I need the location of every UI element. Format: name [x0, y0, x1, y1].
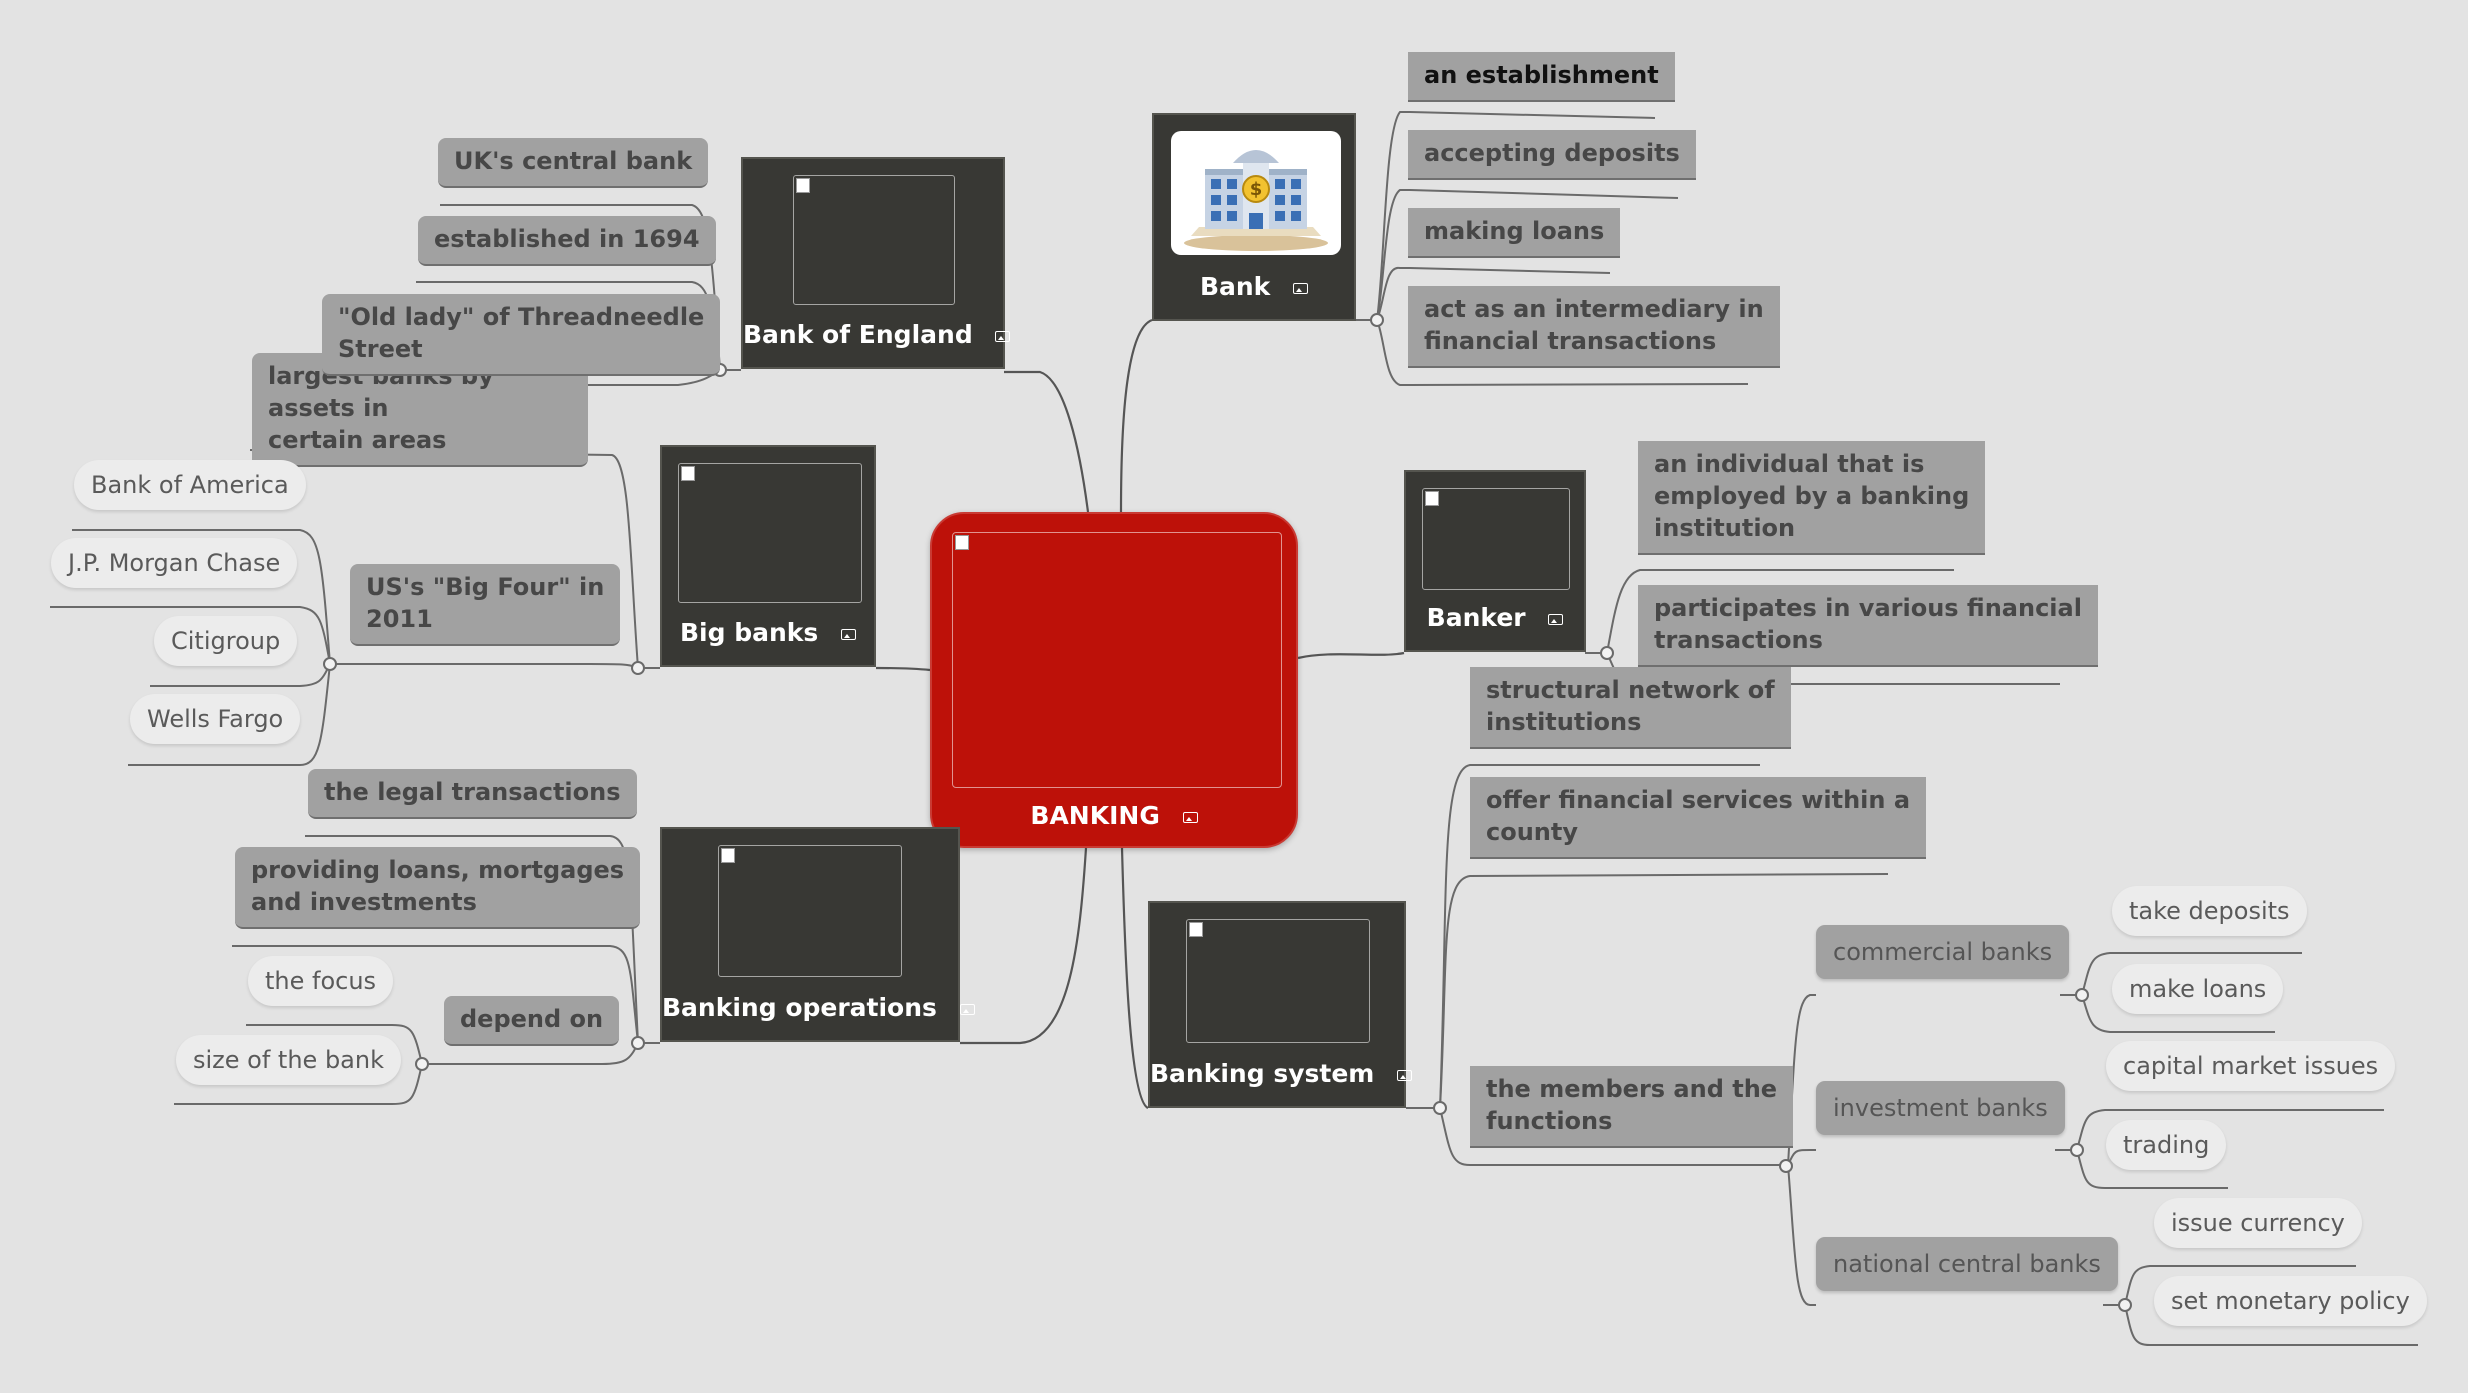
bank-child-establishment[interactable]: an establishment	[1408, 52, 1675, 102]
topic-banking-system[interactable]: Banking system	[1148, 901, 1413, 1108]
member-commercial-banks[interactable]: commercial banks	[1816, 925, 2070, 979]
function-take-deposits[interactable]: take deposits	[2112, 886, 2307, 936]
system-child-financial-services[interactable]: offer financial services within a county	[1470, 777, 1927, 859]
image-icon[interactable]	[959, 1003, 975, 1015]
boe-child-old-lady[interactable]: "Old lady" of Threadneedle Street	[322, 294, 721, 376]
member-national-central-banks[interactable]: national central banks	[1816, 1237, 2118, 1291]
boe-child-central-bank[interactable]: UK's central bank	[438, 138, 709, 188]
central-topic-banking[interactable]: BANKING	[930, 512, 1298, 848]
image-icon[interactable]	[1548, 613, 1564, 625]
topic-bank-of-england[interactable]: Bank of England	[741, 157, 1011, 369]
image-icon[interactable]	[841, 628, 856, 640]
big-four-wells-fargo[interactable]: Wells Fargo	[130, 694, 301, 744]
big-banks-image-placeholder	[678, 463, 862, 603]
system-child-members-functions[interactable]: the members and the functions	[1470, 1066, 1794, 1148]
broken-image-icon	[1189, 922, 1203, 937]
depend-on-the-focus[interactable]: the focus	[248, 956, 394, 1006]
bank-building-image: $	[1171, 131, 1341, 255]
bank-of-england-image-placeholder	[793, 175, 955, 305]
broken-image-icon	[721, 848, 735, 863]
image-icon[interactable]	[1182, 811, 1198, 823]
depend-on-size-of-bank[interactable]: size of the bank	[176, 1035, 401, 1085]
topic-banker[interactable]: Banker	[1404, 470, 1586, 652]
image-icon[interactable]	[1293, 282, 1309, 294]
topic-banking-operations[interactable]: Banking operations	[660, 827, 975, 1042]
banking-operations-image-placeholder	[718, 845, 902, 977]
bank-child-intermediary[interactable]: act as an intermediary in financial tran…	[1408, 286, 1780, 368]
topic-banker-label: Banker	[1426, 603, 1526, 632]
broken-image-icon	[796, 178, 810, 193]
ops-child-loans-mortgages[interactable]: providing loans, mortgages and investmen…	[235, 847, 641, 929]
bank-child-accepting-deposits[interactable]: accepting deposits	[1408, 130, 1696, 180]
boe-child-established[interactable]: established in 1694	[418, 216, 716, 266]
topic-big-banks[interactable]: Big banks	[660, 445, 876, 667]
topic-bank-of-england-label: Bank of England	[743, 320, 973, 349]
broken-image-icon	[1425, 491, 1439, 506]
ops-child-depend-on[interactable]: depend on	[444, 996, 620, 1046]
topic-banking-system-label: Banking system	[1150, 1059, 1375, 1088]
svg-text:$: $	[1250, 179, 1263, 200]
broken-image-icon	[955, 535, 969, 550]
image-icon[interactable]	[1397, 1069, 1413, 1081]
system-child-structural-network[interactable]: structural network of institutions	[1470, 667, 1791, 749]
function-capital-market-issues[interactable]: capital market issues	[2106, 1041, 2396, 1091]
banker-child-individual[interactable]: an individual that is employed by a bank…	[1638, 441, 1986, 555]
topic-bank[interactable]: $ Bank	[1152, 113, 1356, 321]
function-set-monetary-policy[interactable]: set monetary policy	[2154, 1276, 2427, 1326]
ops-child-legal-transactions[interactable]: the legal transactions	[308, 769, 637, 819]
topic-bank-label: Bank	[1199, 272, 1271, 301]
function-issue-currency[interactable]: issue currency	[2154, 1198, 2362, 1248]
central-topic-label: BANKING	[1030, 801, 1160, 830]
central-image-placeholder	[952, 532, 1282, 788]
big-banks-child-big-four[interactable]: US's "Big Four" in 2011	[350, 564, 621, 646]
banking-system-image-placeholder	[1186, 919, 1370, 1043]
member-investment-banks[interactable]: investment banks	[1816, 1081, 2065, 1135]
banker-child-participates[interactable]: participates in various financial transa…	[1638, 585, 2098, 667]
banker-image-placeholder	[1422, 488, 1570, 590]
function-trading[interactable]: trading	[2106, 1120, 2227, 1170]
big-four-jp-morgan-chase[interactable]: J.P. Morgan Chase	[51, 538, 298, 588]
bank-building-icon: $	[1184, 150, 1328, 251]
image-icon[interactable]	[995, 330, 1011, 342]
big-four-citigroup[interactable]: Citigroup	[154, 616, 298, 666]
bank-child-making-loans[interactable]: making loans	[1408, 208, 1621, 258]
topic-banking-operations-label: Banking operations	[662, 993, 937, 1022]
big-four-bank-of-america[interactable]: Bank of America	[74, 460, 306, 510]
broken-image-icon	[681, 466, 695, 481]
topic-big-banks-label: Big banks	[679, 618, 819, 647]
function-make-loans[interactable]: make loans	[2112, 964, 2284, 1014]
